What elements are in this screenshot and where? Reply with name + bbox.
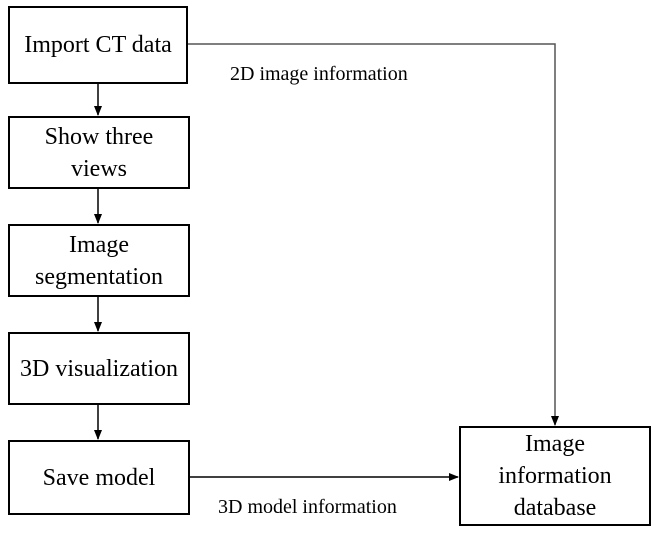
arrow-import-to-database (188, 43, 559, 426)
label-2d-image-information: 2D image information (230, 63, 408, 85)
node-show-three-views: Show three views (8, 116, 190, 189)
node-image-information-database: Image information database (459, 426, 651, 526)
node-image-segmentation: Image segmentation (8, 224, 190, 297)
label-3d-model-information: 3D model information (218, 496, 397, 518)
node-save-model: Save model (8, 440, 190, 515)
node-import-ct-data: Import CT data (8, 6, 188, 84)
node-3d-visualization: 3D visualization (8, 332, 190, 405)
